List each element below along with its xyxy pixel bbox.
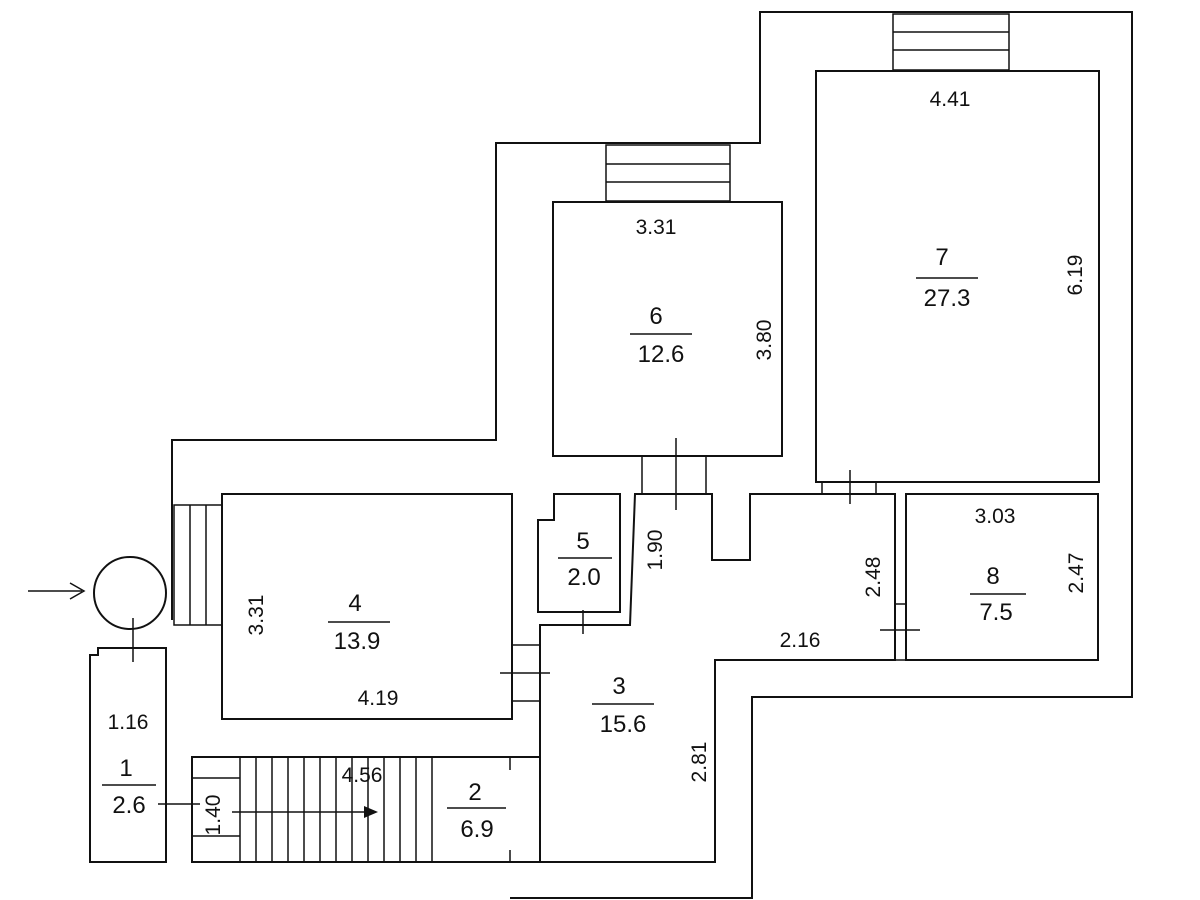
svg-text:6.9: 6.9 [460,816,493,843]
room-3-passage: 2.48 [862,557,885,598]
entrance-arrow-icon [28,582,86,600]
svg-text:12.6: 12.6 [638,341,685,368]
room-3-outline [539,493,896,863]
room-1-label: 1 2.6 [102,755,156,819]
room-4-width: 3.31 [245,595,268,636]
svg-text:15.6: 15.6 [600,711,647,738]
stairs-top-middle [605,144,731,202]
svg-text:7: 7 [935,244,948,271]
svg-text:13.9: 13.9 [334,628,381,655]
room-3-width: 2.81 [688,742,711,783]
svg-text:3: 3 [612,673,625,700]
room-6-outline [552,201,783,457]
room-1-length: 1.40 [202,795,225,836]
entrance-column [93,556,167,630]
room-7-label: 7 27.3 [916,244,978,312]
doorway-room-6 [641,455,707,495]
svg-text:2: 2 [468,779,481,806]
room-5-length: 1.90 [644,530,667,571]
svg-text:2.0: 2.0 [567,564,600,591]
stairs-top-right [892,13,1010,71]
room-1-width: 1.16 [108,711,149,734]
room-7-outline [815,70,1100,483]
stairs-left [173,504,223,626]
room-1-outline [89,647,167,863]
room-4-label: 4 13.9 [328,590,390,655]
room-6-length: 3.80 [753,320,776,361]
room-3-label: 3 15.6 [592,673,654,738]
svg-text:4: 4 [348,590,361,617]
stair-hall [191,756,541,863]
svg-text:8: 8 [986,563,999,590]
room-4-length: 4.19 [358,687,399,710]
room-2-label: 2 6.9 [447,779,506,843]
room-8-length: 2.47 [1065,553,1088,594]
room-6-width: 3.31 [636,216,677,239]
svg-text:2.6: 2.6 [112,792,145,819]
svg-text:5: 5 [576,528,589,555]
room-5-label: 5 2.0 [558,528,612,591]
room-3-length: 2.16 [780,629,821,652]
room-5-outline [537,493,621,613]
svg-text:1: 1 [119,755,132,782]
outer-wall [171,11,1133,899]
room-2-length: 4.56 [342,764,383,787]
svg-text:7.5: 7.5 [979,599,1012,626]
room-8-outline [905,493,1099,661]
room-7-length: 6.19 [1064,255,1087,296]
room-8-width: 3.03 [975,505,1016,528]
svg-text:27.3: 27.3 [924,285,971,312]
doorway-room-8 [894,603,907,661]
doorway-room-7 [821,481,877,495]
room-4-outline [221,493,513,720]
room-7-width: 4.41 [930,88,971,111]
room-8-label: 8 7.5 [970,563,1026,626]
svg-text:6: 6 [649,303,662,330]
room-6-label: 6 12.6 [630,303,692,368]
